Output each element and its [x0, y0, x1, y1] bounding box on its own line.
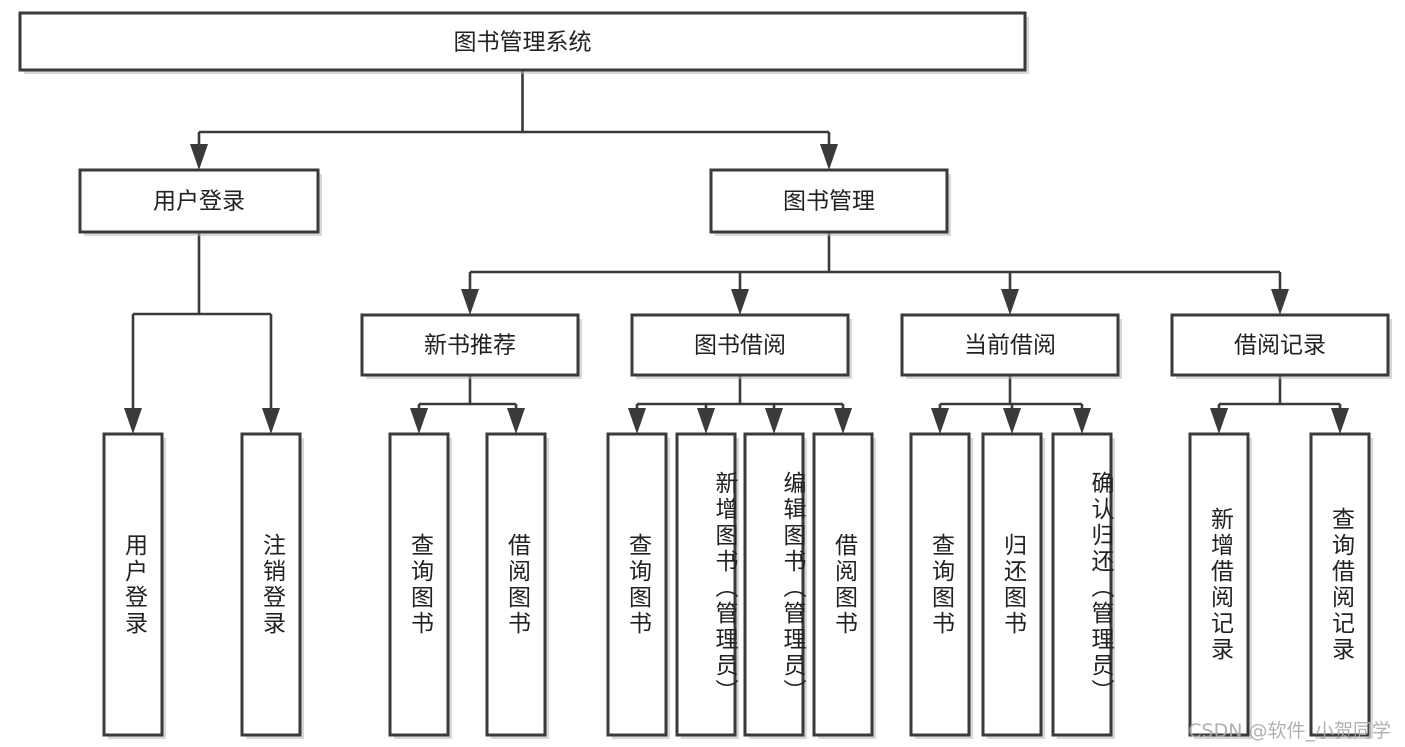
arrow-icon	[1003, 408, 1021, 434]
connector-userlogin-to-leaves	[124, 232, 280, 434]
arrow-icon	[507, 408, 525, 434]
arrow-icon	[820, 144, 838, 170]
leaf-node[interactable]	[1309, 432, 1373, 739]
leaf-node-group	[102, 432, 1373, 739]
node-user-login[interactable]: 用户登录	[78, 168, 322, 236]
arrow-icon	[1073, 408, 1091, 434]
arrow-icon	[190, 144, 208, 170]
node-new-book-recommend[interactable]: 新书推荐	[360, 313, 582, 379]
arrow-icon	[461, 289, 479, 315]
arrow-icon	[765, 408, 783, 434]
connector-root-to-level2	[190, 70, 838, 170]
leaf-node[interactable]	[1051, 432, 1115, 739]
node-label: 图书管理	[783, 189, 875, 215]
node-label: 借阅记录	[1234, 333, 1326, 359]
arrow-icon	[262, 408, 280, 434]
leaf-node[interactable]	[1188, 432, 1252, 739]
node-label: 图书管理系统	[454, 30, 592, 56]
node-label: 用户登录	[153, 189, 245, 215]
arrow-icon	[124, 408, 142, 434]
arrow-icon	[931, 408, 949, 434]
watermark-text: CSDN @软件_小贺同学	[1188, 720, 1391, 742]
connector-borrow-to-leaves	[628, 375, 852, 434]
leaf-node[interactable]	[743, 432, 807, 739]
node-book-management[interactable]: 图书管理	[709, 168, 951, 236]
leaf-node[interactable]	[812, 432, 876, 739]
arrow-icon	[1271, 289, 1289, 315]
arrow-icon	[628, 408, 646, 434]
leaf-node[interactable]	[388, 432, 452, 739]
connector-current-to-leaves	[931, 375, 1091, 434]
leaf-node[interactable]	[675, 432, 739, 739]
node-label: 新书推荐	[424, 333, 516, 359]
node-borrow-record[interactable]: 借阅记录	[1170, 313, 1392, 379]
leaf-node[interactable]	[240, 432, 304, 739]
leaf-node[interactable]	[102, 432, 166, 739]
arrow-icon	[1331, 408, 1349, 434]
leaf-node[interactable]	[606, 432, 670, 739]
arrow-icon	[1210, 408, 1228, 434]
arrow-icon	[1001, 289, 1019, 315]
node-current-borrow[interactable]: 当前借阅	[900, 313, 1122, 379]
node-label: 图书借阅	[694, 333, 786, 359]
connector-record-to-leaves	[1210, 375, 1349, 434]
connector-bookmgmt-to-level3	[461, 232, 1289, 315]
leaf-node[interactable]	[485, 432, 549, 739]
arrow-icon	[731, 289, 749, 315]
arrow-icon	[697, 408, 715, 434]
leaf-node[interactable]	[909, 432, 973, 739]
node-label: 当前借阅	[964, 333, 1056, 359]
node-root-system[interactable]: 图书管理系统	[18, 11, 1029, 74]
connector-newbook-to-leaves	[410, 375, 525, 434]
arrow-icon	[834, 408, 852, 434]
leaf-node[interactable]	[981, 432, 1045, 739]
arrow-icon	[410, 408, 428, 434]
node-book-borrow[interactable]: 图书借阅	[630, 313, 852, 379]
